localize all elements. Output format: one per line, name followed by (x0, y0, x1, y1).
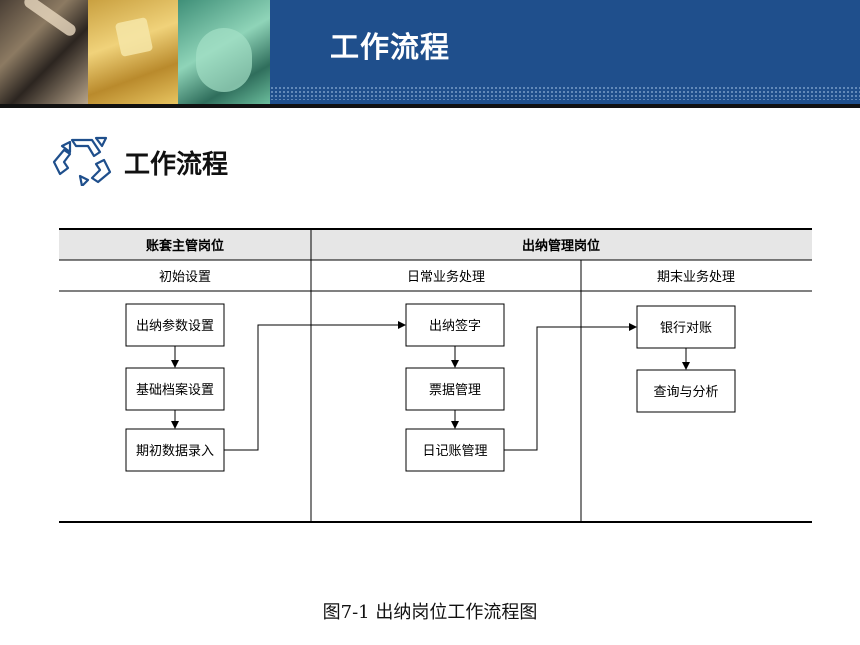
header-row-bg (59, 229, 812, 260)
flow-box-label: 查询与分析 (653, 385, 718, 400)
banner-photo-hand (0, 0, 88, 104)
flow-box: 银行对账 (636, 305, 736, 349)
flow-box: 出纳签字 (405, 303, 505, 347)
flow-box-label: 基础档案设置 (136, 383, 214, 398)
section-title: 工作流程 (124, 150, 229, 180)
header-banner: 工作流程 (0, 0, 860, 104)
banner-divider (0, 104, 860, 108)
flow-box-label: 银行对账 (660, 321, 712, 336)
column-header-supervisor: 账套主管岗位 (146, 238, 224, 254)
banner-photo-puzzle (88, 0, 178, 104)
subheader-period-end: 期末业务处理 (657, 269, 735, 285)
figure-caption: 图7-1 出纳岗位工作流程图 (322, 602, 538, 623)
subheader-daily-business: 日常业务处理 (407, 269, 485, 285)
banner-title: 工作流程 (330, 30, 451, 64)
flow-box: 查询与分析 (636, 369, 736, 413)
flow-box-label: 出纳参数设置 (136, 318, 214, 334)
flow-box: 出纳参数设置 (125, 303, 225, 347)
banner-photo-mouse (178, 0, 270, 104)
flow-box-label: 日记账管理 (422, 444, 487, 459)
subheader-initial-setup: 初始设置 (159, 270, 211, 285)
flow-box: 日记账管理 (405, 428, 505, 472)
flow-box: 票据管理 (405, 367, 505, 411)
banner-dot-pattern (270, 86, 860, 100)
recycle-arrows-icon (52, 136, 112, 186)
flow-box: 基础档案设置 (125, 367, 225, 411)
flow-connector-arrow (224, 321, 406, 451)
flow-box-label: 出纳签字 (429, 318, 481, 334)
column-header-cashier: 出纳管理岗位 (522, 238, 600, 254)
flow-connector-arrow (504, 323, 637, 451)
flow-box-label: 票据管理 (429, 383, 481, 398)
flow-box-label: 期初数据录入 (136, 444, 214, 459)
flow-box: 期初数据录入 (125, 428, 225, 472)
